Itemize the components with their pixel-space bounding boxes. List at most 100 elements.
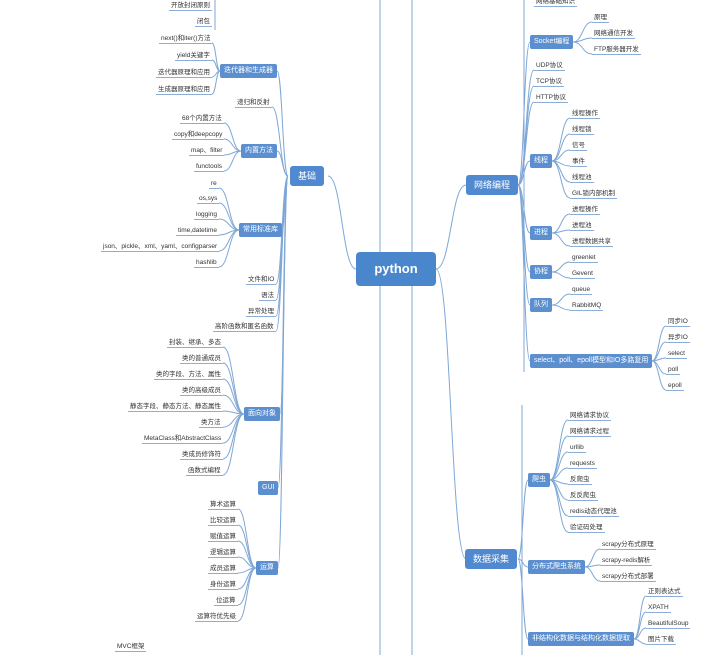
oop-item: 封装、继承、多态 — [167, 339, 223, 348]
connector-line — [572, 21, 593, 43]
crawler-item: 网络请求协议 — [568, 412, 611, 421]
iterator-generator-item: next()和iter()方法 — [159, 35, 213, 44]
builtin-methods-item: copy和deepcopy — [172, 131, 225, 140]
iterator-generator-item: 迭代器原理和应用 — [156, 69, 212, 78]
connector-line — [276, 150, 289, 177]
socket-item: 原理 — [592, 14, 609, 23]
connector-line — [633, 638, 647, 645]
files_io-item: 文件和IO — [246, 276, 277, 285]
builtin-methods-node: 内置方法 — [241, 144, 277, 158]
tcp-item: TCP协议 — [534, 78, 564, 87]
connector-line — [517, 184, 531, 362]
fragment-item: 开放封闭原则 — [169, 2, 212, 11]
connector-line — [222, 362, 245, 415]
stdlib-item: os,sys — [197, 195, 220, 204]
thread-item: 线程操作 — [570, 110, 600, 119]
crawler-node: 爬虫 — [528, 473, 550, 487]
operators-item: 身份运算 — [208, 581, 238, 590]
connector-line — [237, 524, 257, 569]
io-multiplex-item: poll — [666, 366, 681, 375]
thread-node: 线程 — [530, 154, 552, 168]
io-multiplex-item: select — [666, 350, 687, 359]
connector-line — [551, 293, 571, 306]
thread-item: 线程锁 — [570, 126, 594, 135]
oop-item: 类的高级成员 — [180, 387, 223, 396]
connector-line — [584, 548, 601, 568]
io-multiplex-item: epoll — [666, 382, 684, 391]
oop-item: 类的字段、方法、属性 — [154, 371, 223, 380]
connector-line — [549, 479, 569, 517]
oop-node: 面向对象 — [244, 407, 280, 421]
thread-item: 信号 — [570, 142, 587, 151]
connector-line — [435, 268, 467, 560]
crawler-item: requests — [568, 460, 597, 469]
operators-item: 位运算 — [214, 597, 238, 606]
operators-item: 逻辑运算 — [208, 549, 238, 558]
stdlib-item: hashlib — [194, 259, 219, 268]
connector-line — [276, 70, 289, 177]
structured-item: XPATH — [646, 604, 671, 613]
connector-line — [651, 360, 667, 391]
oop-item: MetaClass和AbstractClass — [142, 435, 224, 444]
connector-line — [237, 508, 257, 569]
thread-item: 事件 — [570, 158, 587, 167]
operators-item: 成员运算 — [208, 565, 238, 574]
connector-line — [549, 479, 569, 533]
stdlib-item: json、pickle、xml、yaml、configparser — [101, 243, 220, 252]
connector-line — [517, 41, 531, 186]
iterator-generator-node: 迭代器和生成器 — [220, 64, 277, 78]
connector-line — [551, 117, 571, 162]
builtin-methods-item: functools — [194, 163, 225, 172]
gui-node: GUI — [258, 481, 279, 495]
crawler-item: 反爬虫 — [568, 476, 592, 485]
process-item: 进程池 — [570, 222, 594, 231]
connector-line — [551, 304, 571, 311]
main-node-basics: 基础 — [290, 166, 325, 186]
connector-line — [572, 37, 593, 43]
connector-line — [517, 558, 529, 568]
net-basics-item: 网络基础知识 — [534, 0, 577, 7]
io-multiplex-item: 异步IO — [666, 334, 690, 343]
connector-line — [237, 567, 257, 622]
structured-item: BeautifulSoup — [646, 620, 691, 629]
connector-line — [218, 187, 240, 231]
queue-item: queue — [570, 286, 593, 295]
structured-node: 非结构化数据与结构化数据提取 — [528, 632, 634, 646]
stdlib-item: re — [209, 180, 219, 189]
crawler-item: 反反爬虫 — [568, 492, 598, 501]
connector-line — [211, 70, 221, 95]
crawler-item: 验证码处理 — [568, 524, 605, 533]
structured-item: 正则表达式 — [646, 588, 683, 597]
oop-item: 类方法 — [199, 419, 223, 428]
root-node: python — [356, 252, 436, 286]
syntax-item: 语法 — [259, 292, 276, 301]
connector-line — [223, 138, 242, 152]
connector-line — [237, 567, 257, 606]
stdlib-item: logging — [194, 211, 219, 220]
io-multiplex-node: select、poll、epoll模型和IO多路复用 — [530, 354, 653, 368]
coroutine-item: greenlet — [570, 254, 598, 263]
connector-line — [572, 41, 593, 55]
connector-line — [277, 175, 289, 569]
distributed-node: 分布式爬虫系统 — [528, 560, 585, 574]
http-item: HTTP协议 — [534, 94, 568, 103]
structured-item: 图片下载 — [646, 636, 676, 645]
connector-line — [517, 160, 531, 186]
main-node-data-collection: 数据采集 — [465, 549, 518, 569]
connector-line — [435, 184, 467, 270]
fragment-item: 闭包 — [195, 18, 212, 27]
process-item: 进程数据共享 — [570, 238, 613, 247]
connector-line — [584, 566, 601, 582]
connector-line — [517, 558, 529, 640]
builtin-methods-item: map、filter — [189, 147, 225, 156]
thread-item: GIL锁内部机制 — [570, 190, 617, 199]
thread-item: 线程池 — [570, 174, 594, 183]
connector-line — [275, 175, 289, 332]
iterator-generator-item: 生成器原理和应用 — [156, 86, 212, 95]
queue-item: RabbitMQ — [570, 302, 604, 311]
oop-item: 类成员修饰符 — [180, 451, 223, 460]
operators-item: 运算符优先级 — [195, 613, 238, 622]
connector-line — [223, 150, 242, 172]
operators-item: 赋值运算 — [208, 533, 238, 542]
stdlib-item: time,datetime — [176, 227, 220, 236]
